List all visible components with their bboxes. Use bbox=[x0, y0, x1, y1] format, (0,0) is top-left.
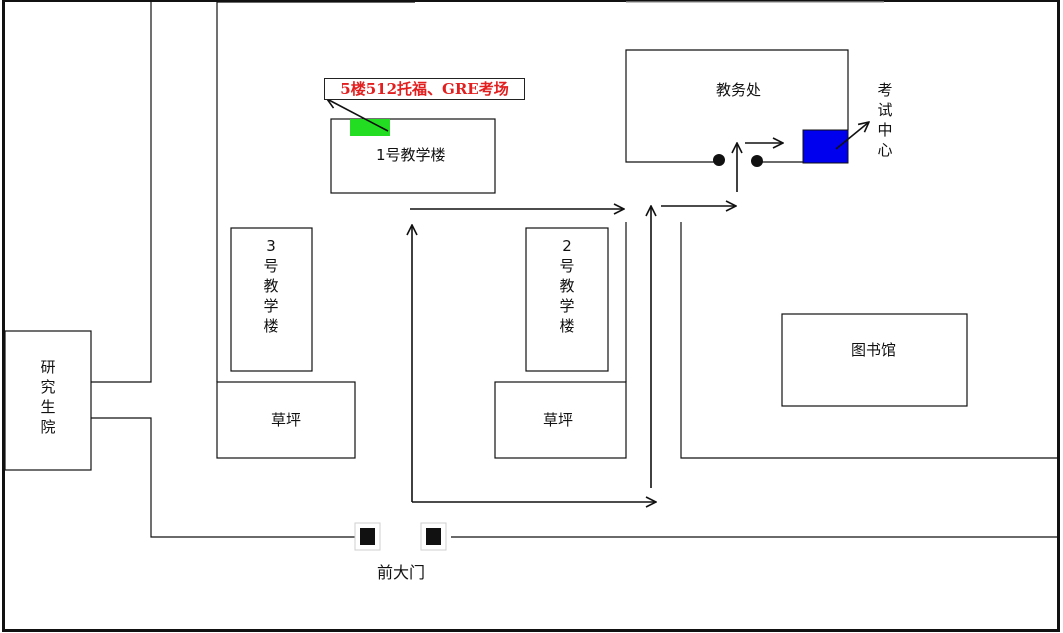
building-1-label: 1号教学楼 bbox=[376, 146, 446, 164]
exam-center-marker bbox=[802, 129, 849, 164]
building-3 bbox=[230, 227, 313, 372]
library-building bbox=[781, 313, 968, 407]
grad-school-label: 研究生院 bbox=[40, 358, 56, 436]
lawn-right bbox=[494, 381, 627, 459]
entrance-dot-left bbox=[713, 154, 725, 166]
lawn-right-label: 草坪 bbox=[543, 411, 574, 429]
road-left-upper bbox=[91, 0, 152, 383]
exam-center-pointer-arrow bbox=[835, 122, 869, 150]
lawn-left bbox=[216, 381, 356, 459]
exam-room-marker bbox=[350, 119, 390, 136]
building-2-label: 2号教学楼 bbox=[559, 237, 575, 335]
front-gate-label: 前大门 bbox=[377, 563, 426, 582]
entrance-dot-right bbox=[751, 155, 763, 167]
gate-post-right-core bbox=[426, 528, 441, 545]
grad-school-building bbox=[4, 330, 92, 471]
library-label: 图书馆 bbox=[851, 341, 897, 359]
building-3-label: 3号教学楼 bbox=[263, 237, 279, 335]
callout-pointer-arrow bbox=[327, 99, 389, 132]
road-library bbox=[680, 222, 1058, 459]
gate-post-left-core bbox=[360, 528, 375, 545]
route-arrows bbox=[327, 99, 869, 502]
building-2 bbox=[525, 227, 609, 372]
academic-office-building bbox=[625, 49, 849, 163]
front-gate-posts bbox=[354, 522, 447, 551]
exam-room-callout: 5楼512托福、GRE考场 bbox=[324, 78, 525, 100]
academic-office-label: 教务处 bbox=[716, 81, 762, 99]
exam-center-label: 考试中心 bbox=[877, 81, 893, 159]
lawn-left-label: 草坪 bbox=[271, 411, 302, 429]
roads bbox=[91, 0, 1058, 538]
road-left-lower bbox=[91, 417, 355, 538]
